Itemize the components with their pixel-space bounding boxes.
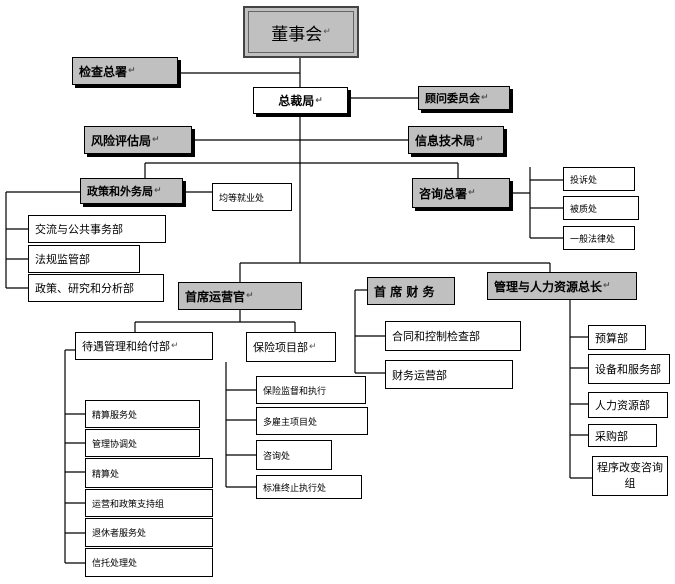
benefits-child-6-label: 信托处理处 — [92, 559, 138, 569]
benefits-child-4-box: 运营和政策支持组 — [85, 489, 213, 517]
policy-child-3-box: 政策、研究和分析部 — [28, 274, 164, 302]
hr-child-4-label: 采购部 — [595, 429, 628, 443]
insurance-child-1-label: 保险监督和执行 — [263, 386, 327, 397]
insurance-child-2-label: 多雇主项目处 — [263, 417, 318, 428]
hr-child-1-box: 预算部 — [588, 325, 646, 350]
hr-child-4-box: 采购部 — [588, 424, 657, 447]
board-label: 董事会 — [271, 24, 323, 45]
it-label: 信息技术局 — [415, 133, 476, 148]
consulting-child-1-box: 投诉处 — [563, 167, 635, 191]
advisory-label: 顾问委员会 — [425, 92, 480, 105]
consulting-child-1-label: 投诉处 — [570, 175, 598, 186]
coo-box: 首席运营官↵ — [178, 282, 302, 310]
benefits-child-1-label: 精算服务处 — [92, 410, 138, 421]
advisory-box: 顾问委员会↵ — [418, 86, 510, 110]
insurance-child-4-box: 标准终止执行处 — [256, 475, 362, 499]
inspection-box: 检查总署↵ — [72, 57, 178, 85]
consulting-child-3-box: 一般法律处 — [563, 226, 635, 250]
cfo-box: 首 席 财 务 — [367, 277, 455, 305]
insurance-dept-label: 保险项目部 — [253, 341, 308, 354]
policy-bureau-box: 政策和外务局↵ — [80, 178, 183, 204]
consulting-child-2-box: 被质处 — [563, 196, 639, 220]
benefits-dept-label: 待遇管理和给付部 — [82, 340, 170, 353]
inspection-label: 检查总署 — [79, 64, 128, 79]
cfo-child-1-label: 合同和控制检查部 — [392, 330, 480, 343]
board-box: 董事会↵ — [243, 6, 359, 58]
equal-employment-box: 均等就业处 — [212, 183, 292, 211]
consulting-child-2-label: 被质处 — [570, 204, 598, 215]
insurance-dept-box: 保险项目部↵ — [246, 332, 336, 362]
hr-child-5-label: 程序改变咨询组 — [597, 461, 663, 490]
president-box: 总裁局↵ — [253, 87, 348, 114]
benefits-child-2-box: 管理协调处 — [85, 429, 200, 457]
insurance-child-3-label: 咨询处 — [263, 451, 291, 462]
policy-child-2-box: 法规监管部 — [28, 245, 140, 273]
benefits-child-3-box: 精算处 — [85, 458, 213, 488]
consulting-child-3-label: 一般法律处 — [570, 234, 616, 245]
policy-child-3-label: 政策、研究和分析部 — [35, 282, 134, 295]
risk-box: 风险评估局↵ — [84, 126, 192, 154]
insurance-child-4-label: 标准终止执行处 — [263, 483, 327, 494]
benefits-child-3-label: 精算处 — [92, 469, 120, 480]
insurance-child-3-box: 咨询处 — [256, 440, 332, 470]
benefits-dept-box: 待遇管理和给付部↵ — [75, 332, 213, 360]
risk-label: 风险评估局 — [91, 133, 152, 148]
hr-child-2-box: 设备和服务部 — [588, 354, 670, 384]
insurance-child-1-box: 保险监督和执行 — [256, 376, 366, 404]
hr-child-5-box: 程序改变咨询组 — [592, 456, 668, 496]
coo-label: 首席运营官 — [185, 289, 246, 304]
equal-employment-label: 均等就业处 — [219, 193, 265, 204]
insurance-child-2-box: 多雇主项目处 — [256, 407, 368, 435]
hr-head-box: 管理与人力资源总长↵ — [487, 272, 637, 300]
president-label: 总裁局 — [278, 94, 315, 108]
hr-child-1-label: 预算部 — [595, 331, 628, 345]
benefits-child-1-box: 精算服务处 — [85, 400, 200, 428]
consulting-label: 咨询总署 — [419, 186, 468, 201]
hr-head-label: 管理与人力资源总长 — [494, 279, 603, 294]
hr-child-2-label: 设备和服务部 — [595, 363, 661, 376]
consulting-box: 咨询总署↵ — [412, 178, 510, 208]
cfo-label: 首 席 财 务 — [374, 284, 435, 299]
cfo-child-2-box: 财务运营部 — [385, 360, 513, 389]
hr-child-3-label: 人力资源部 — [595, 399, 650, 412]
benefits-child-5-label: 退休者服务处 — [92, 529, 147, 539]
it-box: 信息技术局↵ — [408, 126, 504, 154]
policy-child-2-label: 法规监管部 — [35, 253, 90, 266]
benefits-child-4-label: 运营和政策支持组 — [92, 499, 165, 510]
benefits-child-5-box: 退休者服务处 — [85, 518, 213, 547]
cfo-child-2-label: 财务运营部 — [392, 368, 447, 382]
benefits-child-6-box: 信托处理处 — [85, 548, 213, 577]
policy-bureau-label: 政策和外务局 — [87, 185, 153, 198]
policy-child-1-label: 交流与公共事务部 — [35, 223, 123, 236]
policy-child-1-box: 交流与公共事务部 — [28, 215, 166, 243]
hr-child-3-box: 人力资源部 — [588, 392, 668, 418]
benefits-child-2-label: 管理协调处 — [92, 439, 138, 450]
cfo-child-1-box: 合同和控制检查部 — [385, 321, 521, 351]
